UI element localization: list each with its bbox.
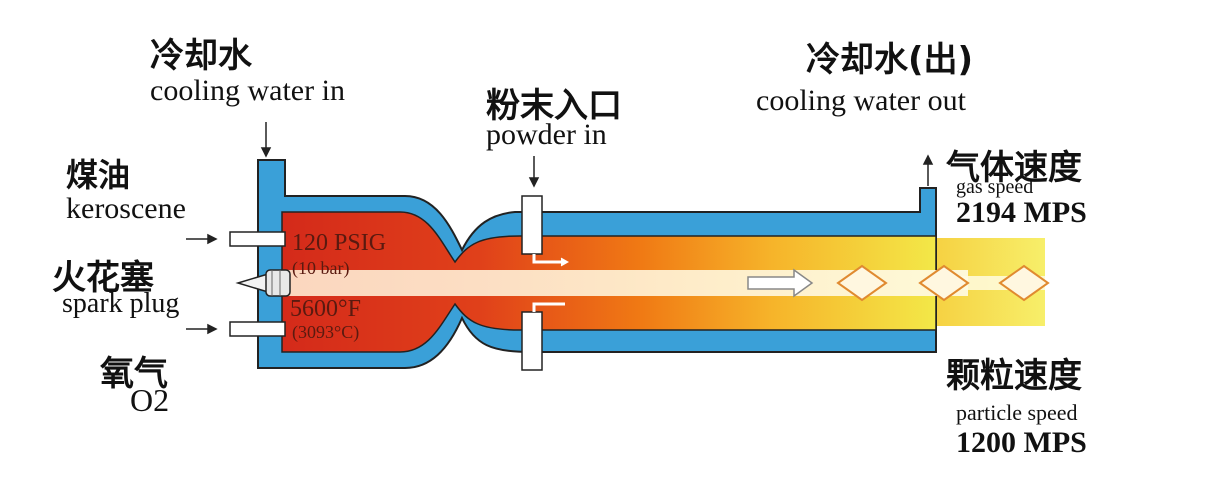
chamber-temp-c: (3093°C): [292, 322, 360, 342]
label-particle-speed-cn: 颗粒速度: [946, 356, 1082, 396]
arrow-oxygen: [186, 323, 218, 335]
label-oxygen-cn: 氧气: [100, 354, 168, 394]
label-particle-speed-en: particle speed: [956, 400, 1078, 425]
arrow-kerosene: [186, 233, 218, 245]
arrow-powder-in: [528, 156, 540, 188]
chamber-pressure: 120 PSIG: [292, 230, 387, 256]
label-cooling-out-en: cooling water out: [756, 84, 966, 117]
chamber-pressure-bar: (10 bar): [292, 258, 350, 278]
label-gas-speed-value: 2194 MPS: [956, 196, 1087, 229]
powder-port-bottom: [521, 302, 565, 371]
spark-plug: [235, 269, 291, 297]
label-powder-in-en: powder in: [486, 118, 607, 151]
label-powder-in-cn: 粉末入口: [486, 86, 622, 126]
shock-diamond-2: [918, 264, 970, 302]
label-spark-plug-en: spark plug: [62, 288, 180, 319]
oxygen-inlet-tube: [229, 321, 286, 337]
label-kerosene-cn: 煤油: [66, 156, 131, 194]
arrow-cooling-in: [260, 122, 272, 158]
kerosene-inlet-tube: [229, 231, 286, 247]
label-gas-speed-cn: 气体速度: [946, 148, 1082, 188]
label-gas-speed-en: gas speed: [956, 176, 1034, 198]
powder-port-top: [521, 195, 570, 267]
chamber-temp-f: 5600°F: [290, 296, 361, 322]
label-cooling-in-en: cooling water in: [150, 74, 345, 107]
label-cooling-out-cn: 冷却水(出): [806, 40, 974, 80]
shock-diamond-1: [836, 264, 888, 302]
label-kerosene-en: keroscene: [66, 192, 186, 225]
label-particle-speed-value: 1200 MPS: [956, 426, 1087, 459]
label-spark-plug-cn: 火花塞: [52, 258, 154, 298]
shock-diamond-3: [998, 264, 1050, 302]
label-oxygen-en: O2: [130, 382, 170, 418]
arrow-gas-out: [922, 154, 934, 186]
label-cooling-in-cn: 冷却水: [150, 36, 252, 76]
flow-arrow: [747, 268, 814, 298]
